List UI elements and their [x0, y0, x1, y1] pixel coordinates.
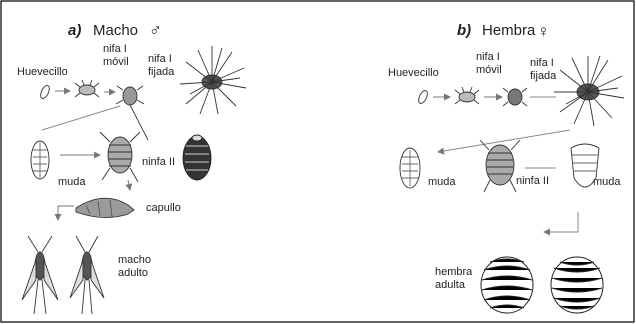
- female-adult-label-2: adulta: [435, 279, 466, 291]
- male-egg-drawing: [39, 84, 51, 100]
- female-molt1-drawing: [400, 148, 420, 188]
- male-adult-label-2: adulto: [118, 267, 148, 279]
- female-egg-drawing: [417, 89, 429, 105]
- female-adult-drawing: [481, 257, 603, 313]
- female-cottony-mass-drawing: [554, 56, 624, 126]
- female-nymph2-drawing: [480, 140, 520, 192]
- arrow: [128, 180, 130, 190]
- female-adult-label-1: hembra: [435, 266, 473, 278]
- male-cottony-mass-drawing: [180, 46, 246, 114]
- male-nymph2-drawing: [100, 132, 140, 182]
- male-tag: a): [68, 22, 81, 39]
- female-mobile-label-2: móvil: [476, 64, 502, 76]
- female-mobile-label-1: nifa I: [476, 51, 500, 63]
- female-fixed-nymph-drawing: [503, 88, 527, 106]
- male-mobile-label-2: móvil: [103, 56, 129, 68]
- male-fixed-nymph-drawing: [116, 86, 148, 140]
- female-molt1-label: muda: [428, 176, 456, 188]
- male-mobile-label-1: nifa I: [103, 43, 127, 55]
- female-egg-label: Huevecillo: [388, 67, 439, 79]
- female-tag: b): [457, 22, 471, 39]
- female-mobile-nymph-drawing: [455, 87, 479, 104]
- female-molt2-label: muda: [593, 176, 621, 188]
- female-fixed-label-2: fijada: [530, 70, 557, 82]
- panel-female: b) Hembra ♀ Huevecillo nifa I móvil nifa…: [388, 22, 624, 313]
- male-cocoon-drawing: [76, 198, 134, 217]
- male-molt-drawing: [31, 141, 49, 179]
- arrow: [58, 206, 74, 220]
- panel-male: a) Macho ♂ Huevecillo nifa I móvil nifa …: [17, 21, 246, 314]
- male-adult-label-1: macho: [118, 254, 151, 266]
- male-nymph2-label: ninfa II: [142, 156, 175, 168]
- male-cocoon-label: capullo: [146, 202, 181, 214]
- female-fixed-label-1: nifa I: [530, 57, 554, 69]
- male-prepupa-drawing: [183, 135, 211, 180]
- male-egg-label: Huevecillo: [17, 66, 68, 78]
- female-symbol-icon: ♀: [537, 22, 550, 41]
- male-title: Macho: [93, 22, 138, 39]
- male-adult-drawing: [22, 236, 104, 314]
- male-mobile-nymph-drawing: [75, 80, 99, 97]
- female-title: Hembra: [482, 22, 536, 39]
- male-molt-label: muda: [58, 176, 86, 188]
- arrow: [544, 212, 578, 232]
- male-fixed-label-2: fijada: [148, 66, 175, 78]
- male-symbol-icon: ♂: [149, 21, 162, 40]
- male-fixed-label-1: nifa I: [148, 53, 172, 65]
- female-nymph2-label: ninfa II: [516, 175, 549, 187]
- connector-line: [42, 106, 120, 130]
